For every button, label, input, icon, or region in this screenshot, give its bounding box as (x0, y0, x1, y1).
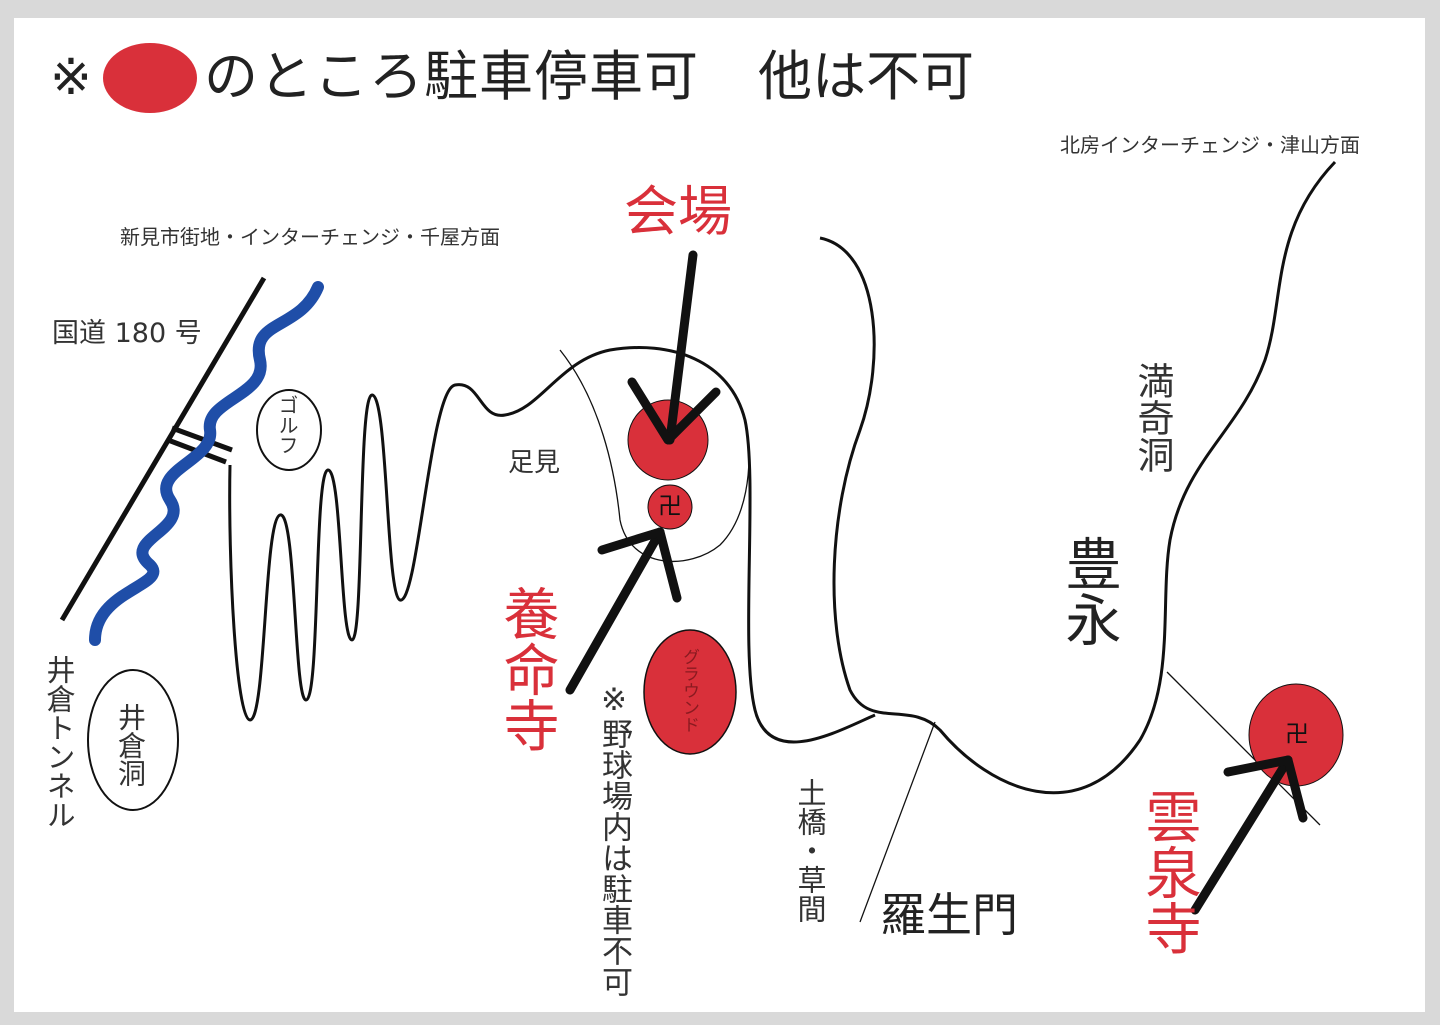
unsenji-arrow (1190, 755, 1308, 915)
ground-parking-marker (643, 629, 737, 755)
ballpark-note: ※野球場内は駐車不可 (596, 682, 632, 997)
hokubo-direction-label: 北房インターチェンジ・津山方面 (1060, 133, 1360, 157)
yomeiji-parking-marker (647, 484, 693, 530)
river (89, 281, 324, 646)
venue-label: 会場 (624, 180, 732, 243)
toyonaga-label: 豊永 (1056, 535, 1121, 647)
unsenji-label: 雲泉寺 (1136, 788, 1201, 956)
title-text: のところ駐車停車可 (204, 45, 699, 108)
title-parking-marker (103, 43, 197, 113)
temple-mark-yomeiji: 卍 (658, 492, 682, 520)
ikura-cave-outline (87, 669, 179, 811)
mankido-label: 満奇洞 (1131, 362, 1174, 473)
title-suffix: 他は不可 (758, 45, 974, 108)
golf-label: ゴルフ (275, 395, 299, 455)
venue-arrow (627, 250, 721, 445)
ground-label: グラウンド (679, 648, 699, 733)
yomeiji-label: 養命寺 (494, 585, 559, 753)
ikura-cave-label: 井倉洞 (114, 703, 147, 787)
bridge-mark (171, 425, 233, 453)
main-road (819, 160, 1337, 795)
serpentine-road (228, 346, 876, 744)
dobashi-kusama-label: 土橋・草間 (793, 778, 827, 923)
rashomon-road (859, 721, 936, 923)
ashimi-label: 足見 (508, 448, 561, 478)
temple-mark-unsenji: 卍 (1285, 720, 1309, 748)
national-route-road (59, 276, 267, 622)
rashomon-label: 羅生門 (880, 888, 1018, 942)
venue-path (559, 349, 750, 562)
yomeiji-arrow (565, 527, 682, 695)
map-card (14, 18, 1425, 1012)
niimi-direction-label: 新見市街地・インターチェンジ・千屋方面 (120, 225, 500, 249)
title-prefix: ※ (50, 48, 92, 106)
golf-course-outline (256, 389, 322, 471)
route-label: 国道 180 号 (52, 318, 202, 349)
ikura-tunnel-label: 井倉トンネル (42, 655, 76, 829)
